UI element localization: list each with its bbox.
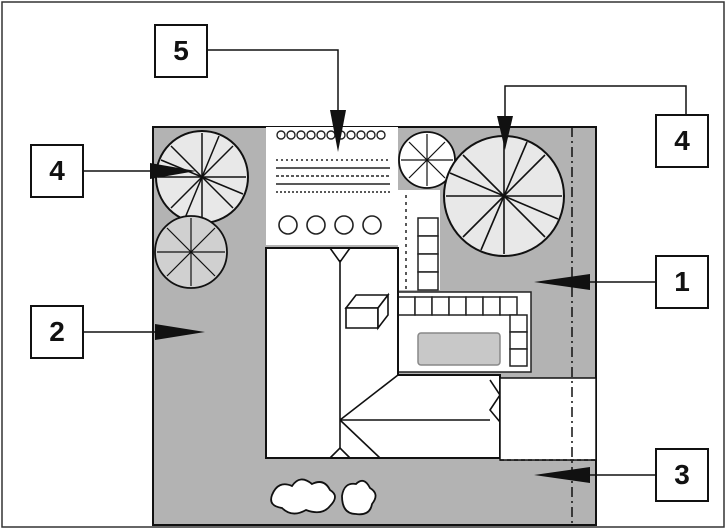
stepping-stones — [417, 217, 439, 291]
arrowheads — [150, 110, 590, 483]
planting-rows — [276, 159, 390, 193]
cabbage-plants — [278, 215, 382, 235]
garden-bench — [344, 292, 390, 331]
callout-2-lawn: 2 — [30, 305, 84, 359]
pond — [417, 332, 501, 366]
callout-4-tree-right: 4 — [655, 114, 709, 168]
callout-1-garden-area: 1 — [655, 255, 709, 309]
driveway — [499, 377, 597, 461]
tree-top-left — [155, 130, 249, 224]
roof-lines — [329, 247, 501, 459]
tree-small-top — [398, 131, 456, 189]
house — [265, 247, 501, 459]
tree-small-left — [154, 215, 228, 289]
patio-tiles — [397, 296, 528, 367]
callout-4-tree-left: 4 — [30, 144, 84, 198]
shrubs-bottom — [270, 478, 377, 516]
callout-5-vegetable-garden: 5 — [154, 24, 208, 78]
small-plants-top-row — [276, 130, 386, 140]
tree-large-right — [443, 135, 565, 257]
callout-3-front-lawn: 3 — [655, 448, 709, 502]
